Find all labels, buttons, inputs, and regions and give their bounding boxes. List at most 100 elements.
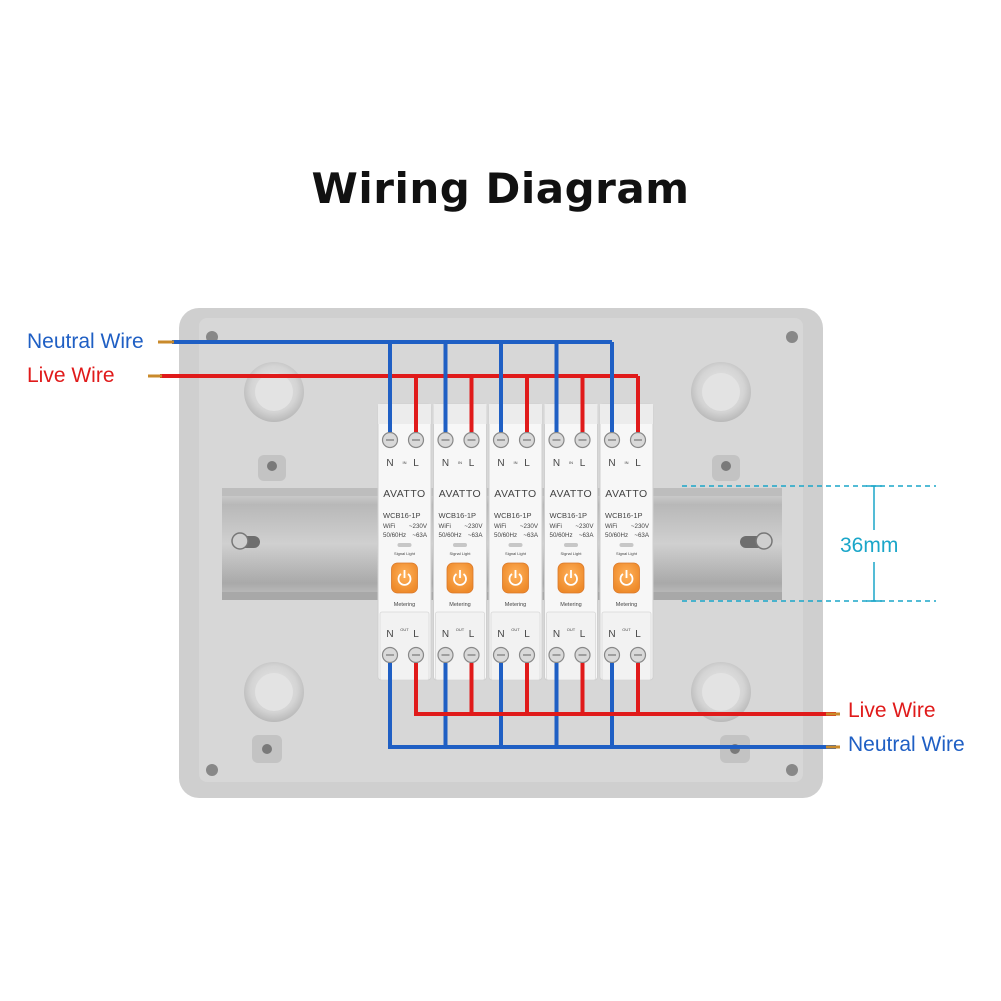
signal-light-label: Signal Light (450, 551, 472, 556)
frequency-label: 50/60Hz (439, 532, 462, 539)
terminal-label-out: OUT (400, 627, 409, 632)
rail-dimension-marker (682, 485, 936, 602)
metering-label: Metering (560, 602, 581, 608)
voltage-label: ~230V (464, 523, 483, 530)
terminal-label-l: L (635, 458, 641, 469)
current-label: ~63A (579, 532, 594, 539)
terminal-label-in: IN (514, 460, 518, 465)
terminal-label-n: N (442, 629, 449, 640)
model-label: WCB16-1P (494, 511, 532, 520)
terminal-label-n: N (553, 629, 560, 640)
wifi-label: WiFi (439, 523, 451, 530)
signal-light (453, 543, 467, 547)
rail-screw (231, 532, 249, 550)
brand-label: AVATTO (605, 488, 647, 500)
power-icon (564, 573, 578, 586)
page-title: Wiring Diagram (311, 164, 690, 213)
terminal-label-n: N (497, 629, 504, 640)
terminal-label-l: L (469, 458, 475, 469)
metering-label: Metering (449, 602, 470, 608)
terminal-label-out: OUT (567, 627, 576, 632)
voltage-label: ~230V (631, 523, 650, 530)
mount-post (712, 455, 740, 481)
mount-post (252, 735, 282, 763)
terminal-label-in: IN (569, 460, 573, 465)
frequency-label: 50/60Hz (383, 532, 406, 539)
terminal-label-l: L (524, 458, 530, 469)
frequency-label: 50/60Hz (494, 532, 517, 539)
corner-hole (206, 764, 218, 776)
terminal-label-n: N (608, 629, 615, 640)
neutral-wire-input-label: Neutral Wire (27, 330, 144, 353)
live-wire-output-label: Live Wire (848, 699, 936, 722)
voltage-label: ~230V (520, 523, 539, 530)
terminal-label-n: N (386, 629, 393, 640)
voltage-label: ~230V (575, 523, 594, 530)
model-label: WCB16-1P (550, 511, 588, 520)
corner-hole (786, 764, 798, 776)
rail-screw (755, 532, 773, 550)
power-icon (453, 573, 467, 586)
terminal-label-out: OUT (456, 627, 465, 632)
wifi-label: WiFi (383, 523, 395, 530)
signal-light-label: Signal Light (394, 551, 416, 556)
terminal-label-l: L (635, 629, 641, 640)
power-icon (508, 573, 523, 586)
brand-label: AVATTO (494, 488, 536, 500)
frequency-label: 50/60Hz (605, 532, 628, 539)
terminal-label-l: L (580, 629, 586, 640)
brand-label: AVATTO (550, 488, 592, 500)
signal-light (397, 543, 412, 547)
frequency-label: 50/60Hz (550, 532, 573, 539)
terminal-label-in: IN (403, 460, 407, 465)
current-label: ~63A (468, 532, 483, 539)
terminal-label-in: IN (625, 460, 629, 465)
neutral-wire-output-label: Neutral Wire (848, 733, 965, 756)
power-icon (397, 573, 412, 586)
voltage-label: ~230V (409, 523, 428, 530)
terminal-label-n: N (497, 458, 504, 469)
metering-label: Metering (505, 602, 526, 608)
power-icon (619, 573, 634, 586)
terminal-label-in: IN (458, 460, 462, 465)
knockout-top-right (691, 362, 751, 422)
model-label: WCB16-1P (439, 511, 477, 520)
corner-hole (786, 331, 798, 343)
terminal-label-l: L (413, 458, 419, 469)
current-label: ~63A (523, 532, 538, 539)
live-wire-input-label: Live Wire (27, 364, 115, 387)
model-label: WCB16-1P (383, 511, 421, 520)
mount-post (258, 455, 286, 481)
terminal-label-n: N (553, 458, 560, 469)
current-label: ~63A (634, 532, 649, 539)
terminal-label-l: L (413, 629, 419, 640)
wifi-label: WiFi (550, 523, 562, 530)
wifi-label: WiFi (605, 523, 617, 530)
terminal-label-n: N (442, 458, 449, 469)
signal-light-label: Signal Light (505, 551, 527, 556)
metering-label: Metering (394, 602, 415, 608)
terminal-label-n: N (608, 458, 615, 469)
terminal-label-n: N (386, 458, 393, 469)
current-label: ~63A (412, 532, 427, 539)
signal-light-label: Signal Light (561, 551, 583, 556)
terminal-label-l: L (524, 629, 530, 640)
metering-label: Metering (616, 602, 637, 608)
terminal-label-l: L (580, 458, 586, 469)
terminal-label-out: OUT (622, 627, 631, 632)
signal-light (508, 543, 523, 547)
wifi-label: WiFi (494, 523, 506, 530)
model-label: WCB16-1P (605, 511, 643, 520)
rail-height-label: 36mm (840, 534, 899, 557)
signal-light (564, 543, 578, 547)
signal-light-label: Signal Light (616, 551, 638, 556)
terminal-label-l: L (469, 629, 475, 640)
brand-label: AVATTO (383, 488, 425, 500)
